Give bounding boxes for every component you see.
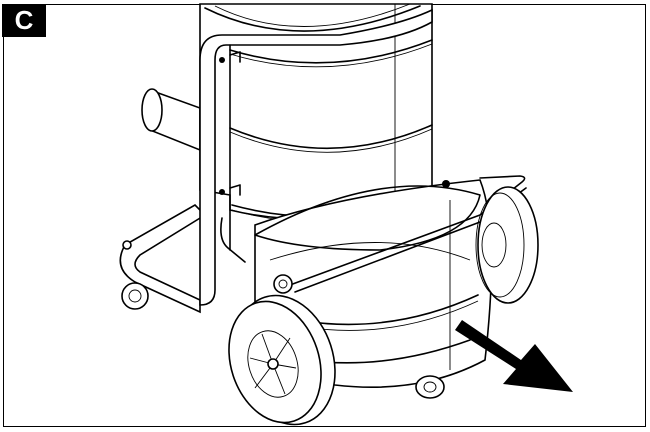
base-frame <box>119 204 207 314</box>
front-wheel <box>228 294 336 426</box>
hose-connector <box>141 88 201 152</box>
right-wheel <box>475 186 539 304</box>
figure-label: C <box>2 4 46 37</box>
arrow-down-right-icon <box>455 320 573 392</box>
handle-frame <box>199 8 433 306</box>
front-caster <box>415 375 445 399</box>
